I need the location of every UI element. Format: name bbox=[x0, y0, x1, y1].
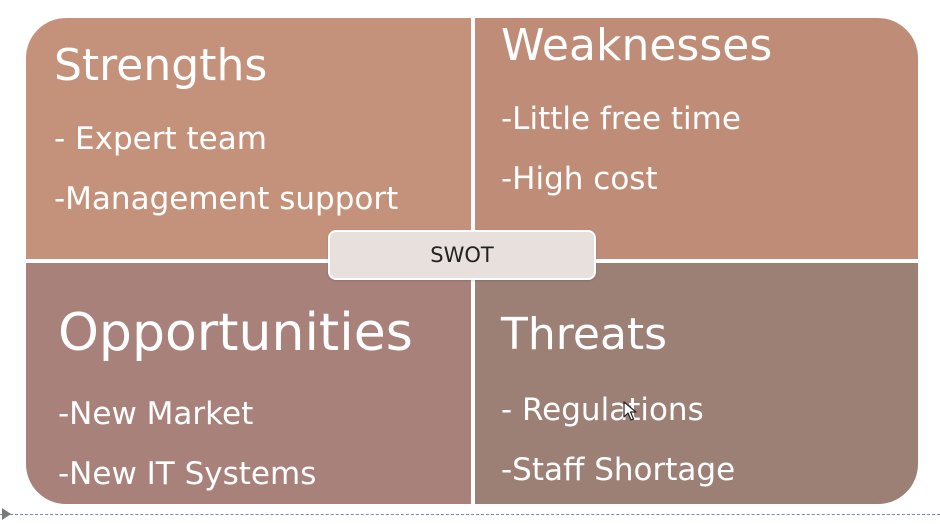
center-label-text: SWOT bbox=[430, 243, 494, 267]
opportunities-item: -New Market bbox=[58, 396, 254, 432]
weaknesses-quadrant: Weaknesses -Little free time -High cost bbox=[475, 18, 918, 259]
weaknesses-title: Weaknesses bbox=[501, 20, 773, 71]
strengths-item: -Management support bbox=[54, 181, 399, 217]
strengths-title: Strengths bbox=[54, 40, 268, 91]
strengths-item: - Expert team bbox=[54, 121, 267, 157]
opportunities-title: Opportunities bbox=[58, 303, 413, 363]
weaknesses-item: -High cost bbox=[501, 161, 658, 197]
swot-matrix: Strengths - Expert team -Management supp… bbox=[26, 18, 918, 504]
play-triangle-icon bbox=[2, 508, 11, 520]
threats-item: - Regulations bbox=[501, 392, 704, 428]
threats-quadrant: Threats - Regulations -Staff Shortage bbox=[475, 263, 918, 504]
opportunities-item: -New IT Systems bbox=[58, 456, 317, 492]
slide-boundary-line bbox=[0, 514, 940, 515]
mouse-pointer-icon bbox=[623, 401, 637, 421]
weaknesses-item: -Little free time bbox=[501, 101, 741, 137]
threats-item: -Staff Shortage bbox=[501, 452, 736, 488]
swot-center-label: SWOT bbox=[328, 230, 596, 280]
strengths-quadrant: Strengths - Expert team -Management supp… bbox=[26, 18, 471, 259]
opportunities-quadrant: Opportunities -New Market -New IT System… bbox=[26, 263, 471, 504]
threats-title: Threats bbox=[501, 309, 668, 360]
